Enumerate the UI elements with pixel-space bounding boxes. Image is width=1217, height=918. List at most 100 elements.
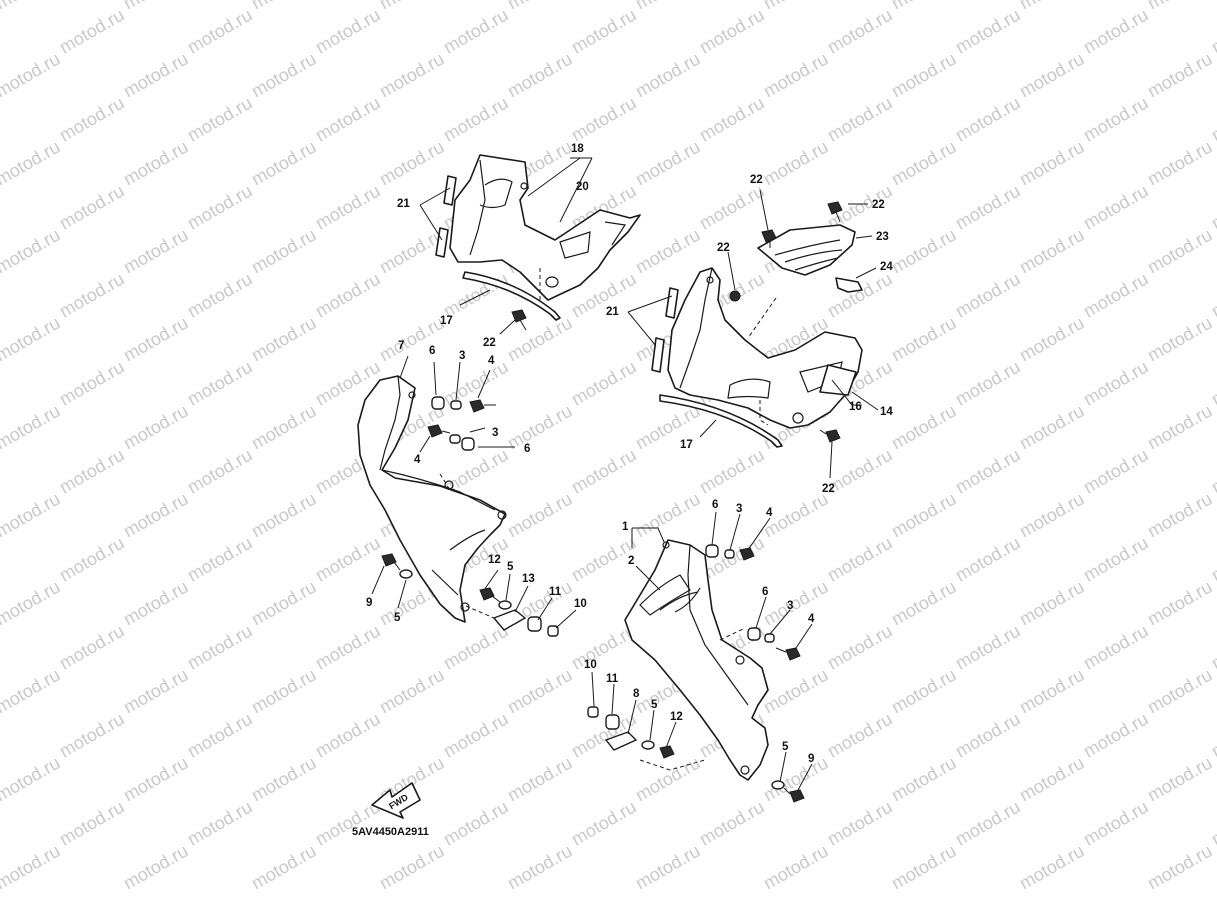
callout-11-right: 11 [606, 673, 619, 685]
watermark-text: motod.ru [376, 841, 448, 894]
watermark-text: motod.ru [1208, 5, 1217, 58]
watermark-text: motod.ru [1208, 357, 1217, 410]
watermark-text: motod.ru [1016, 0, 1088, 13]
watermark-text: motod.ru [248, 577, 320, 630]
watermark-text: motod.ru [184, 533, 256, 586]
bracket-cover [757, 224, 856, 276]
watermark-text: motod.ru [632, 137, 704, 190]
watermark-text: motod.ru [952, 93, 1024, 146]
watermark-text: motod.ru [888, 665, 960, 718]
watermark-text: motod.ru [0, 753, 64, 806]
watermark-text: motod.ru [376, 665, 448, 718]
callout-20: 20 [576, 181, 589, 193]
watermark-text: motod.ru [1016, 665, 1088, 718]
watermark-text: motod.ru [376, 0, 448, 13]
watermark-text: motod.ru [1016, 841, 1088, 894]
watermark-text: motod.ru [760, 0, 832, 13]
watermark-text: motod.ru [952, 5, 1024, 58]
watermark-text: motod.ru [56, 357, 128, 410]
callout-6-right-top: 6 [712, 499, 718, 511]
callout-4-right-mid: 4 [808, 613, 815, 625]
watermark-text: motod.ru [120, 665, 192, 718]
callout-11-left: 11 [549, 586, 562, 598]
watermark-text: motod.ru [248, 665, 320, 718]
callout-7: 7 [398, 340, 404, 352]
watermark-text: motod.ru [1016, 577, 1088, 630]
watermark-text: motod.ru [56, 445, 128, 498]
watermark-text: motod.ru [120, 489, 192, 542]
callout-13: 13 [522, 573, 535, 585]
inner-panel-left [435, 154, 641, 301]
watermark-text: motod.ru [824, 709, 896, 762]
watermark-text: motod.ru [184, 797, 256, 850]
watermark-text: motod.ru [0, 49, 64, 102]
watermark-text: motod.ru [0, 665, 64, 718]
callout-4-left-mid: 4 [414, 454, 421, 466]
callout-14: 14 [880, 406, 893, 418]
leader-lines [371, 157, 879, 791]
callouts: 18 20 21 17 22 7 6 3 4 3 4 6 9 5 12 5 13… [366, 143, 893, 765]
watermark-text: motod.ru [0, 0, 64, 13]
watermark-text: motod.ru [376, 49, 448, 102]
callout-6-right-mid: 6 [762, 586, 768, 598]
watermark-text: motod.ru [888, 0, 960, 13]
watermark-text: motod.ru [632, 0, 704, 13]
watermark-text: motod.ru [568, 445, 640, 498]
watermark-text: motod.ru [952, 533, 1024, 586]
watermark-text: motod.ru [0, 841, 64, 894]
watermark-text: motod.ru [1144, 665, 1216, 718]
watermark-text: motod.ru [1080, 533, 1152, 586]
watermark-text: motod.ru [888, 313, 960, 366]
callout-6-left-top: 6 [429, 345, 435, 357]
watermark-text: motod.ru [120, 401, 192, 454]
watermark-text: motod.ru [760, 841, 832, 894]
watermark-text: motod.ru [1144, 225, 1216, 278]
watermark-text: motod.ru [0, 313, 64, 366]
watermark-text: motod.ru [1016, 753, 1088, 806]
watermark-text: motod.ru [0, 577, 64, 630]
watermark-text: motod.ru [760, 665, 832, 718]
watermark-text: motod.ru [952, 269, 1024, 322]
watermark-text: motod.ru [888, 225, 960, 278]
callout-5-left-b: 5 [507, 561, 514, 573]
callout-17-upper: 17 [440, 315, 453, 327]
watermark-text: motod.ru [184, 181, 256, 234]
watermark-text: motod.ru [56, 709, 128, 762]
callout-18: 18 [571, 143, 584, 155]
watermark-text: motod.ru [760, 137, 832, 190]
callout-1: 1 [622, 521, 629, 533]
callout-5-right-b: 5 [782, 741, 789, 753]
watermark-text: motod.ru [120, 841, 192, 894]
watermark-text: motod.ru [824, 5, 896, 58]
watermark-text: motod.ru [1080, 709, 1152, 762]
watermark-text: motod.ru [440, 5, 512, 58]
watermark-text: motod.ru [248, 137, 320, 190]
watermark-text: motod.ru [248, 401, 320, 454]
callout-6-left-mid: 6 [524, 443, 530, 455]
watermark-text: motod.ru [1144, 401, 1216, 454]
watermark-text: motod.ru [0, 137, 64, 190]
watermark-text: motod.ru [1208, 269, 1217, 322]
watermark-text: motod.ru [888, 137, 960, 190]
watermark-text: motod.ru [312, 5, 384, 58]
watermark-text: motod.ru [1144, 137, 1216, 190]
watermark-text: motod.ru [248, 225, 320, 278]
watermark-text: motod.ru [1208, 621, 1217, 674]
watermark-text: motod.ru [1144, 753, 1216, 806]
callout-24: 24 [880, 261, 893, 273]
watermark-text: motod.ru [312, 269, 384, 322]
weatherstrip-lower [659, 394, 783, 448]
callout-22-lower: 22 [822, 483, 835, 495]
watermark-text: motod.ru [120, 0, 192, 13]
callout-10-right: 10 [584, 659, 597, 671]
watermark-text: motod.ru [1208, 797, 1217, 850]
watermark-text: motod.ru [184, 5, 256, 58]
callout-8: 8 [633, 688, 640, 700]
watermark-text: motod.ru [248, 49, 320, 102]
watermark-text: motod.ru [1208, 709, 1217, 762]
watermark-text: motod.ru [888, 841, 960, 894]
callout-9-right: 9 [808, 753, 814, 765]
